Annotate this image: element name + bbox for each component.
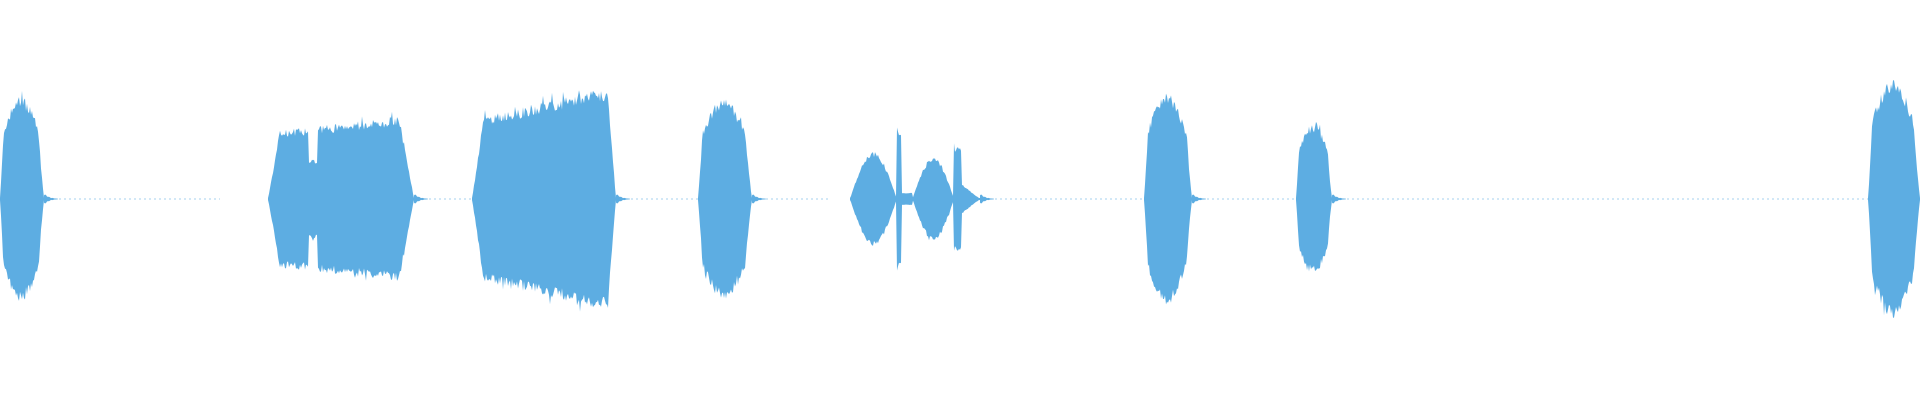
waveform-clip-4 [698,99,752,299]
waveform-clip-7 [1296,121,1332,272]
waveform-clip-8 [1868,80,1920,318]
waveform-clip-2 [268,111,414,281]
waveform-clip-6 [1144,93,1192,305]
waveform-clip-3-ripple [616,194,630,204]
waveform-clip-7-ripple [1332,194,1346,204]
waveform-clip-5 [850,127,980,271]
waveform-clip-1-ripple [44,194,58,204]
waveform-clip-5-ripple [980,194,994,204]
waveform-clip-3 [472,90,616,312]
waveform-clip-1 [0,90,44,301]
waveform-clip-4-ripple [752,194,766,204]
waveform-segment-group [0,80,1920,318]
waveform-clip-6-ripple [1192,194,1206,204]
waveform-clip-2-ripple [414,194,428,204]
